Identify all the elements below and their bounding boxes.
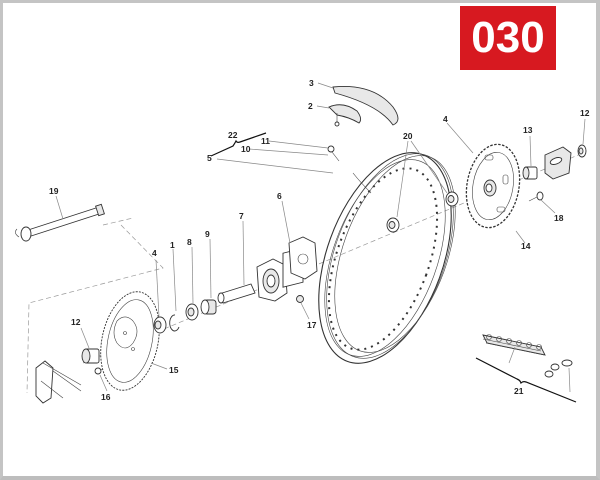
exploded-view-drawing: 19 12 16 15 — [15, 78, 590, 404]
bearing-left-part — [153, 316, 167, 334]
wheel-hub-part — [256, 236, 318, 302]
callout-6: 10 — [241, 144, 251, 154]
swingarm-end-part — [35, 360, 82, 404]
oil-seal-left-part — [386, 217, 400, 233]
chain-adjuster-part — [544, 146, 572, 180]
leader-21b — [568, 367, 571, 393]
callout-16: 14 — [521, 241, 531, 251]
drive-chain-part — [482, 334, 546, 356]
chain-guide-block-part — [328, 104, 362, 127]
leader-14 — [150, 362, 168, 370]
spacer-bushing-part — [200, 299, 217, 315]
sprocket-part — [465, 143, 521, 229]
section-number-badge: 030 — [460, 6, 556, 70]
leader-7 — [268, 140, 329, 149]
callout-20: 20 — [403, 131, 413, 141]
leader-21 — [508, 346, 516, 364]
callout-12-left: 12 — [71, 317, 81, 327]
leader-20b — [410, 140, 448, 194]
callout-22: 22 — [228, 130, 238, 140]
wheel-axle-part — [15, 203, 105, 242]
leader-19 — [55, 195, 64, 220]
leader-10 — [191, 246, 194, 304]
callout-13: 12 — [580, 108, 590, 118]
oil-seal-right-part — [445, 191, 459, 207]
callout-17: 18 — [554, 213, 564, 223]
callout-10: 8 — [187, 237, 192, 247]
leader-4-right — [446, 122, 474, 154]
leader-13 — [582, 118, 586, 145]
axle-nut-part — [577, 144, 587, 158]
bearing-part — [185, 303, 199, 321]
chain-kit-brace — [475, 357, 577, 403]
leader-18 — [300, 302, 310, 320]
callout-21: 21 — [514, 386, 524, 396]
leader-2 — [316, 105, 330, 109]
callout-18: 17 — [307, 320, 317, 330]
master-link-part — [544, 359, 573, 378]
sprocket-bolt-part — [528, 191, 544, 202]
callout-5: 5 — [207, 153, 212, 163]
leader-12-right — [529, 135, 532, 167]
leader-12-left — [80, 327, 90, 349]
axle-extension-line — [102, 217, 134, 226]
leader-17 — [540, 199, 556, 214]
brake-disc-part — [100, 291, 160, 391]
leader-4-left — [155, 259, 160, 318]
callout-7: 11 — [261, 136, 270, 146]
callout-9: 7 — [239, 211, 244, 221]
leader-6 — [248, 148, 329, 156]
callout-3: 3 — [309, 78, 314, 88]
spoke-nipple-part — [327, 145, 340, 162]
spacer-right-part — [522, 166, 538, 180]
leader-20a — [396, 140, 409, 218]
callout-15: 16 — [101, 392, 111, 402]
leader-3 — [317, 82, 334, 89]
leader-15 — [99, 374, 108, 392]
callout-19: 19 — [49, 186, 59, 196]
leader-16 — [515, 230, 526, 244]
spacer-left-part — [81, 348, 100, 364]
swingarm-reference-line — [26, 224, 164, 394]
callout-2: 2 — [308, 101, 313, 111]
leader-11 — [209, 238, 212, 299]
chain-slider-part — [332, 86, 399, 126]
callout-14: 15 — [169, 365, 179, 375]
circlip-part — [169, 314, 180, 332]
leader-9 — [242, 220, 245, 286]
leader-5 — [216, 158, 334, 174]
leader-8 — [281, 200, 291, 244]
callout-11: 9 — [205, 229, 210, 239]
disc-bolt-part — [94, 366, 108, 375]
rim-part — [318, 152, 456, 364]
spacer-tube-part — [217, 283, 256, 304]
spoke-set-brace — [210, 132, 267, 157]
callout-1: 1 — [170, 240, 175, 250]
callout-4-left: 4 — [152, 248, 157, 258]
nut-part — [296, 295, 304, 303]
callout-8: 6 — [277, 191, 282, 201]
callout-4-right: 4 — [443, 114, 448, 124]
leader-1 — [172, 248, 177, 312]
callout-12-right: 13 — [523, 125, 533, 135]
